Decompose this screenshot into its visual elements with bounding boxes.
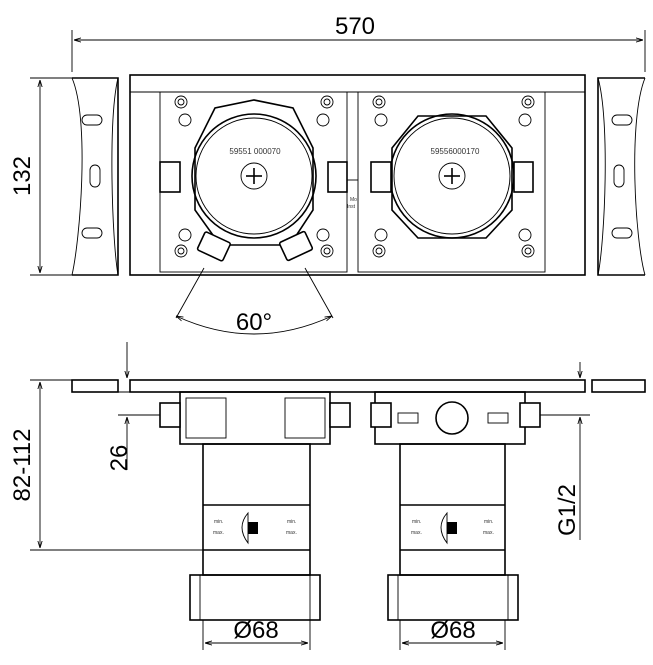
dimension-depth: 82-112 (9, 379, 203, 551)
dimension-offset: 26 (106, 342, 160, 471)
note-text: Inst (347, 204, 356, 210)
max-label: max. (483, 530, 494, 536)
mounting-rail-left (71, 77, 119, 276)
mounting-plate (129, 74, 586, 276)
min-label: min. (214, 519, 223, 525)
dimension-height-top: 132 (9, 77, 72, 276)
dimension-diameter-left: Ø68 (202, 617, 311, 650)
valve-body-left-side: min. max. min. max. (159, 391, 351, 621)
note-text: Mo (350, 197, 357, 203)
thread-label: G1/2 (554, 484, 581, 536)
part-number-left: 59551 000070 (229, 147, 281, 156)
valve-body-left-top: 59551 000070 Mo Inst (159, 95, 357, 262)
min-label: min. (287, 519, 296, 525)
min-label: min. (412, 519, 421, 525)
depth-label: 82-112 (9, 429, 36, 502)
max-label: max. (411, 530, 422, 536)
part-number-right: 59556000170 (431, 147, 480, 156)
valve-body-right-top: 59556000170 (370, 95, 535, 258)
diameter-label-left: Ø68 (233, 617, 278, 644)
height-label: 132 (9, 156, 36, 196)
dimension-diameter-right: Ø68 (399, 617, 506, 650)
min-label: min. (484, 519, 493, 525)
max-label: max. (213, 530, 224, 536)
dimension-angle: 60° (176, 267, 334, 336)
dimension-thread: G1/2 (540, 362, 590, 540)
diameter-label-right: Ø68 (430, 617, 475, 644)
max-label: max. (286, 530, 297, 536)
plate-side (71, 379, 646, 393)
mounting-rail-right (597, 77, 646, 276)
offset-label: 26 (106, 445, 133, 472)
valve-body-right-side: min. max. min. max. (370, 391, 541, 621)
width-label: 570 (335, 13, 375, 40)
angle-label: 60° (236, 309, 272, 336)
dimension-width: 570 (71, 13, 646, 72)
